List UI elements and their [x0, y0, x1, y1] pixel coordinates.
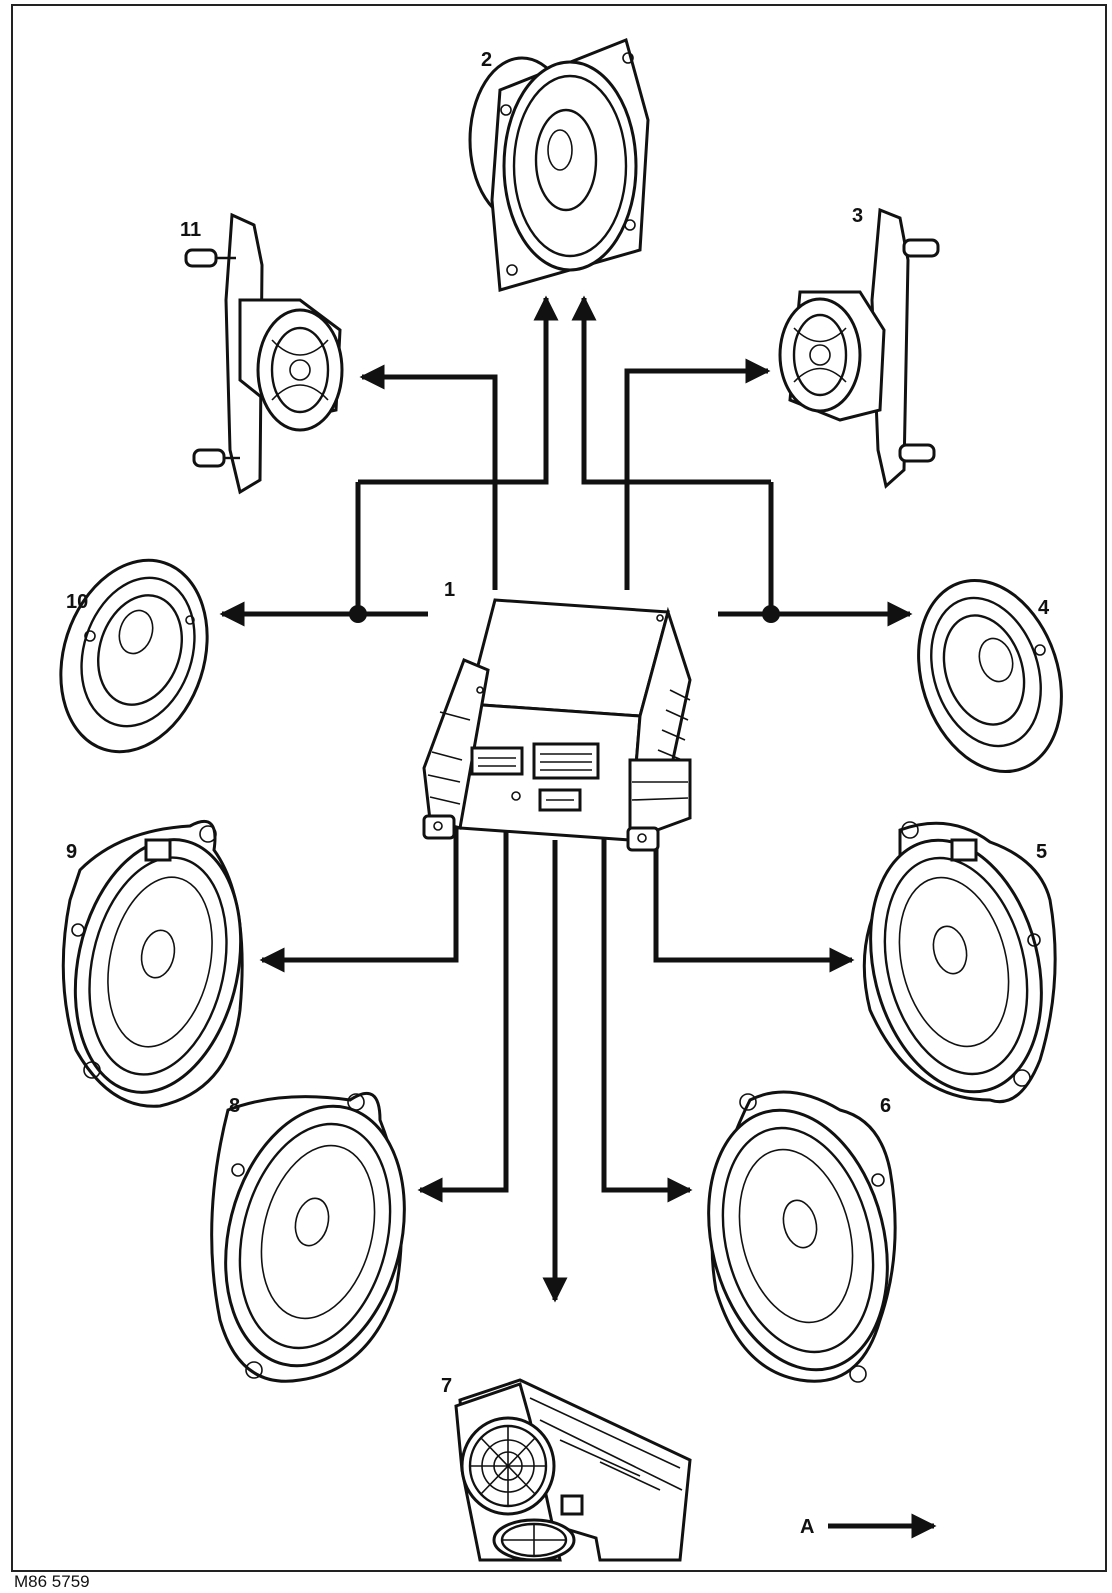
wire-amp-to-speaker-5	[656, 840, 852, 960]
speaker-10-door-speaker	[37, 541, 231, 771]
speaker-11-tweeter-bracket	[186, 215, 342, 492]
wire-amp-to-speaker-2-right	[584, 298, 771, 482]
junction-dot-left	[349, 605, 367, 623]
label-speaker-10: 10	[66, 591, 88, 613]
wire-amp-to-speaker-9	[262, 828, 456, 960]
amp-connector-center	[534, 744, 598, 778]
label-amplifier: 1	[444, 579, 455, 601]
label-speaker-9: 9	[66, 841, 77, 863]
wire-amp-to-speaker-6	[604, 832, 690, 1190]
junction-dot-right	[762, 605, 780, 623]
speaker-6-woofer	[683, 1091, 914, 1389]
label-speaker-8: 8	[229, 1095, 240, 1117]
speaker-2-tweeter-square	[470, 40, 648, 290]
label-speaker-4: 4	[1038, 597, 1050, 619]
wire-amp-to-speaker-2-left	[358, 298, 546, 482]
view-direction-indicator: A	[800, 1516, 934, 1538]
label-speaker-6: 6	[880, 1095, 891, 1117]
figure-code: M86 5759	[14, 1572, 90, 1592]
label-speaker-5: 5	[1036, 841, 1047, 863]
label-speaker-7: 7	[441, 1375, 452, 1397]
label-speaker-3: 3	[852, 205, 863, 227]
speaker-9-woofer	[53, 821, 263, 1107]
speaker-8-woofer	[200, 1087, 431, 1385]
speaker-5-woofer	[845, 822, 1066, 1110]
amp-connector-left	[472, 748, 522, 774]
label-speaker-2: 2	[481, 49, 492, 71]
speaker-4-door-speaker	[895, 562, 1085, 790]
label-speaker-11: 11	[180, 219, 201, 241]
speaker-7-subwoofer-enclosure	[456, 1380, 690, 1560]
speaker-3-tweeter-bracket	[780, 210, 938, 486]
wire-amp-to-speaker-8	[420, 828, 506, 1190]
view-label: A	[800, 1516, 814, 1538]
amplifier-module	[424, 600, 690, 850]
